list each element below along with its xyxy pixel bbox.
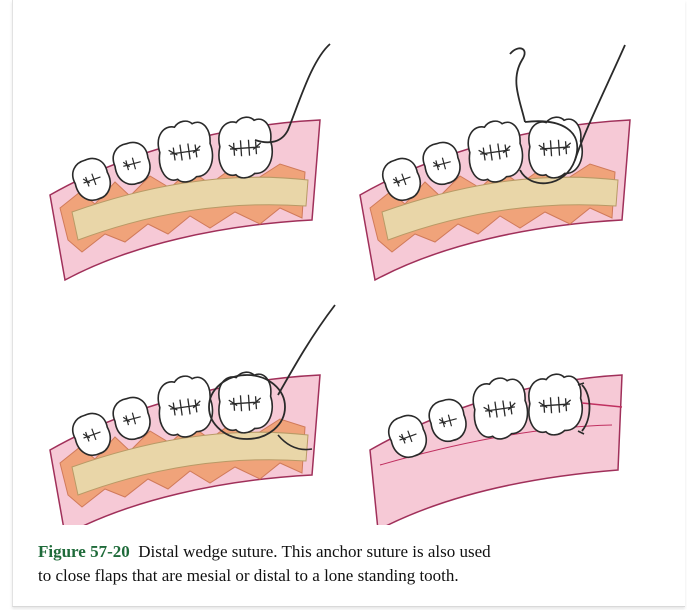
panel-1-illustration xyxy=(50,44,330,280)
panel-4-illustration xyxy=(370,373,622,525)
distal-wedge-illustration xyxy=(0,0,687,525)
figure-label: Figure 57-20 xyxy=(38,542,130,561)
caption-line-1: Figure 57-20 Distal wedge suture. This a… xyxy=(38,540,678,564)
panel-3-illustration xyxy=(50,305,335,525)
caption-line-2: to close flaps that are mesial or distal… xyxy=(38,564,678,588)
suture-thread xyxy=(510,48,525,122)
figure-caption: Figure 57-20 Distal wedge suture. This a… xyxy=(38,540,678,588)
panel-2-illustration xyxy=(360,45,630,280)
caption-text-1: Distal wedge suture. This anchor suture … xyxy=(138,542,490,561)
